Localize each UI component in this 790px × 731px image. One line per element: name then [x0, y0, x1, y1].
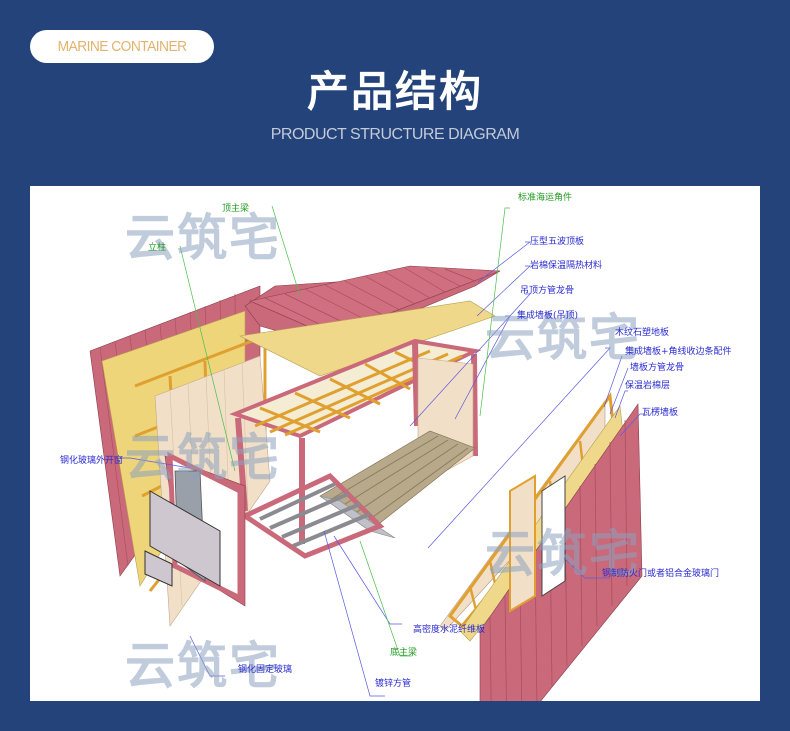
label-wall-trim: 集成墙板+角线收边条配件: [625, 347, 732, 357]
watermark-logo: 云筑宅: [125, 637, 281, 695]
label-roof-panel: 压型五波顶板: [530, 237, 585, 247]
label-fixed-glass: 钢化固定玻璃: [238, 665, 293, 675]
page-subtitle: PRODUCT STRUCTURE DIAGRAM: [270, 126, 520, 143]
label-floor: 木纹石塑地板: [615, 328, 670, 338]
watermark-logo: 云筑宅: [485, 525, 641, 583]
watermark-logo: 云筑宅: [125, 209, 281, 267]
label-cement-board: 高密度水泥纤维板: [413, 625, 486, 635]
label-top-main-beam: 顶主梁: [222, 204, 250, 214]
label-bottom-main-beam: 底主梁: [390, 648, 418, 658]
label-galvanized-tube: 镀锌方管: [375, 679, 412, 689]
label-ceiling-board: 集成墙板(吊顶): [517, 311, 579, 321]
exploded-container-illustration: [89, 205, 645, 701]
label-rockwool-layer: 保温岩棉层: [625, 381, 671, 391]
label-column: 立柱: [148, 243, 167, 253]
label-rockwool-insulation: 岩棉保温隔热材料: [530, 261, 603, 271]
badge-label: MARINE CONTAINER: [57, 38, 187, 55]
marine-container-badge: MARINE CONTAINER: [30, 30, 214, 63]
watermark-logo: 云筑宅: [485, 309, 641, 367]
structure-diagram: 云筑宅 云筑宅 云筑宅 云筑宅 云筑宅 标准海运角件 压型五波顶板 岩棉保温隔热…: [30, 186, 760, 701]
label-door: 钢制防火门或者铝合金玻璃门: [602, 569, 720, 579]
label-corner-fitting: 标准海运角件: [518, 193, 573, 203]
watermark-logo: 云筑宅: [125, 429, 281, 487]
page-title: 产品结构: [306, 67, 483, 116]
label-window: 钢化玻璃外开窗: [60, 456, 124, 466]
label-ceiling-keel: 吊顶方管龙骨: [520, 286, 575, 296]
label-wall-keel: 墙板方管龙骨: [630, 363, 685, 373]
label-corrugated-wall: 瓦楞墙板: [642, 408, 679, 418]
